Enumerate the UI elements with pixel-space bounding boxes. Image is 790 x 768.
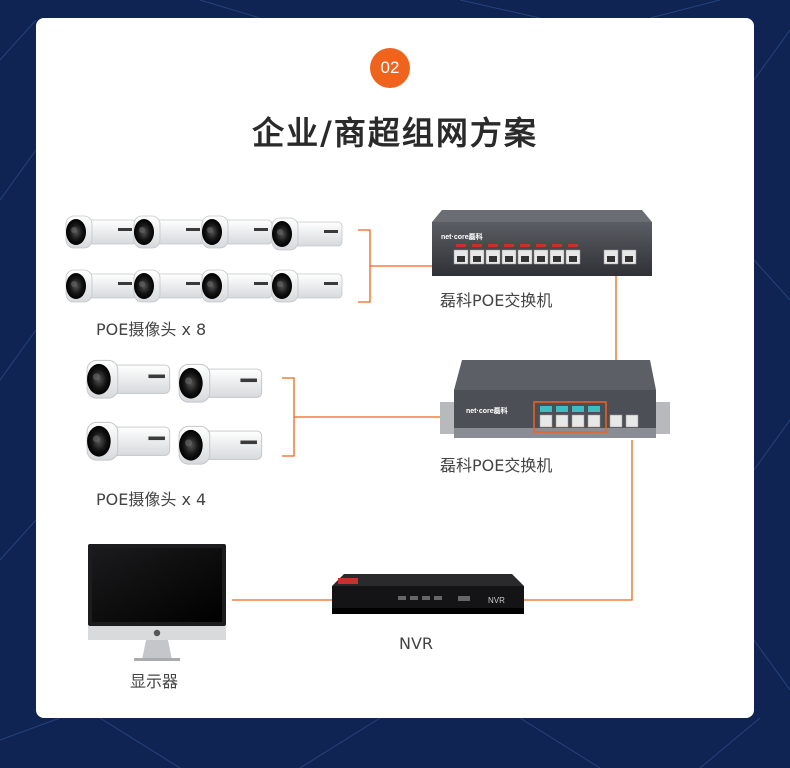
nvr-label: NVR: [399, 634, 433, 653]
poe-camera-icon: [179, 426, 262, 464]
apple-logo-icon: [154, 630, 160, 636]
poe-switch-icon: net·core磊科: [432, 210, 652, 276]
poe-camera-group-4: [87, 360, 262, 464]
nvr-panel-label: NVR: [488, 596, 505, 605]
poe-camera-icon: [179, 364, 262, 402]
poe-camera-icon: [87, 422, 170, 460]
camera-group-8-label: POE摄像头 x 8: [96, 316, 206, 340]
monitor-icon: [88, 544, 226, 661]
switch-top-label: 磊科POE交换机: [440, 287, 552, 311]
poe-camera-icon: [66, 216, 136, 248]
nvr-icon: NVR: [332, 574, 524, 614]
poe-camera-icon: [134, 216, 204, 248]
poe-camera-icon: [66, 270, 136, 302]
switch-brand-middle: net·core磊科: [466, 406, 508, 415]
poe-camera-icon: [272, 270, 342, 302]
switch-brand-top: net·core磊科: [441, 232, 483, 241]
poe-camera-icon: [134, 270, 204, 302]
poe-camera-icon: [202, 216, 272, 248]
poe-switch-icon: net·core磊科: [440, 360, 670, 438]
poe-camera-icon: [87, 360, 170, 398]
camera-group-4-label: POE摄像头 x 4: [96, 486, 206, 510]
switch-middle-label: 磊科POE交换机: [440, 452, 552, 476]
poe-camera-icon: [272, 218, 342, 250]
poe-camera-group-8: [66, 216, 342, 302]
monitor-label: 显示器: [130, 668, 178, 692]
poe-camera-icon: [202, 270, 272, 302]
